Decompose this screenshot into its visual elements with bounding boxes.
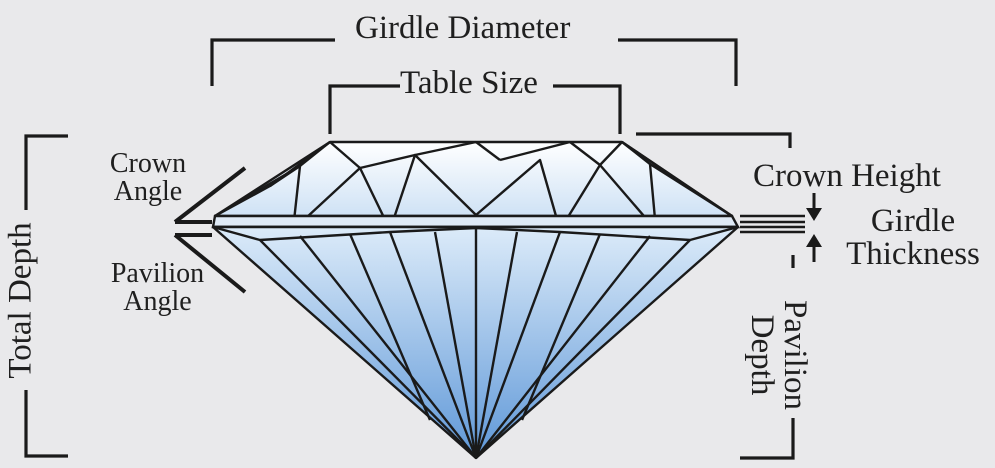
crown-angle-label: Crown Angle: [98, 150, 198, 206]
pavilion-angle-label: Pavilion Angle: [100, 260, 215, 316]
crown-height-label: Crown Height: [753, 160, 941, 193]
crown-height-bracket: [636, 134, 790, 148]
diamond-pavilion: [213, 227, 738, 458]
pavilion-depth-label: Pavilion Depth: [741, 285, 811, 425]
pavilion-depth-label-line2: Depth: [745, 285, 778, 425]
pavilion-angle-label-line2: Angle: [100, 288, 215, 316]
pavilion-depth-label-line1: Pavilion: [778, 285, 811, 425]
pavilion-angle-label-line1: Pavilion: [100, 260, 215, 288]
crown-angle-label-line2: Angle: [98, 178, 198, 206]
girdle-diameter-label: Girdle Diameter: [355, 12, 570, 45]
girdle-thickness-label: Girdle Thickness: [836, 205, 990, 271]
girdle-thickness-arrows: [806, 193, 822, 262]
girdle-thickness-label-line1: Girdle: [836, 205, 990, 238]
girdle-lines: [740, 216, 805, 232]
table-size-label: Table Size: [400, 67, 538, 100]
total-depth-label: Total Depth: [5, 211, 38, 391]
girdle-thickness-label-line2: Thickness: [836, 238, 990, 271]
crown-angle-label-line1: Crown: [98, 150, 198, 178]
diamond-girdle: [213, 216, 738, 227]
